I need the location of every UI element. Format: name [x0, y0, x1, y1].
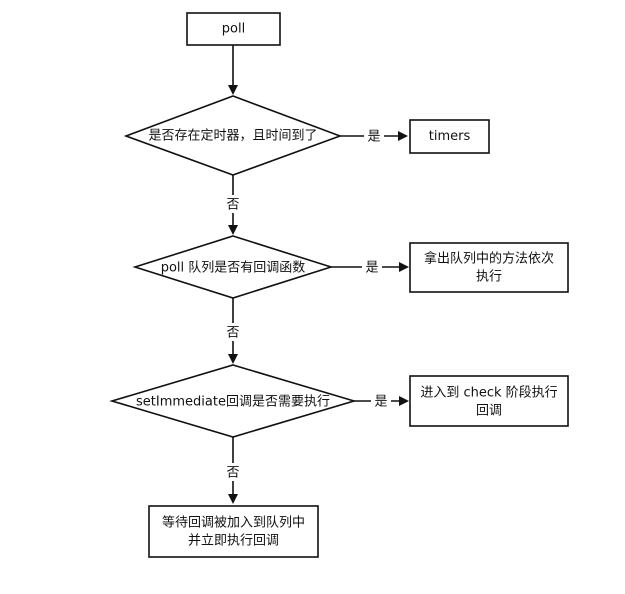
outcome-execute-queue	[409, 242, 569, 293]
edge-decision-2-yes-label: 是	[365, 261, 378, 276]
edge-decision-3-yes-label: 是	[374, 395, 387, 410]
outcome-execute-queue-line-1: 拿出队列中的方法依次	[424, 251, 554, 267]
decision-poll-queue-label: poll 队列是否有回调函数	[161, 261, 306, 276]
decision-timers-check-label: 是否存在定时器，且时间到了	[148, 129, 317, 144]
edge-decision-1-yes-label: 是	[367, 130, 380, 145]
start-node-poll	[186, 12, 281, 46]
outcome-timers-label: timers	[429, 129, 471, 144]
final-node-wait	[148, 505, 319, 558]
final-node-line-2: 并立即执行回调	[188, 534, 279, 549]
start-node-label: poll	[222, 22, 245, 37]
outcome-check-phase	[409, 375, 569, 427]
outcome-execute-queue-line-2: 执行	[476, 270, 502, 285]
outcome-check-phase-line-2: 回调	[476, 404, 502, 419]
edge-decision-3-no-label: 否	[226, 466, 239, 481]
decision-setimmediate-label: setImmediate回调是否需要执行	[136, 395, 330, 410]
edge-decision-1-no-label: 否	[226, 198, 239, 213]
edge-decision-2-no-label: 否	[226, 326, 239, 341]
final-node-line-1: 等待回调被加入到队列中	[162, 515, 305, 531]
outcome-check-phase-line-1: 进入到 check 阶段执行	[420, 386, 557, 401]
outcome-timers	[409, 119, 490, 154]
